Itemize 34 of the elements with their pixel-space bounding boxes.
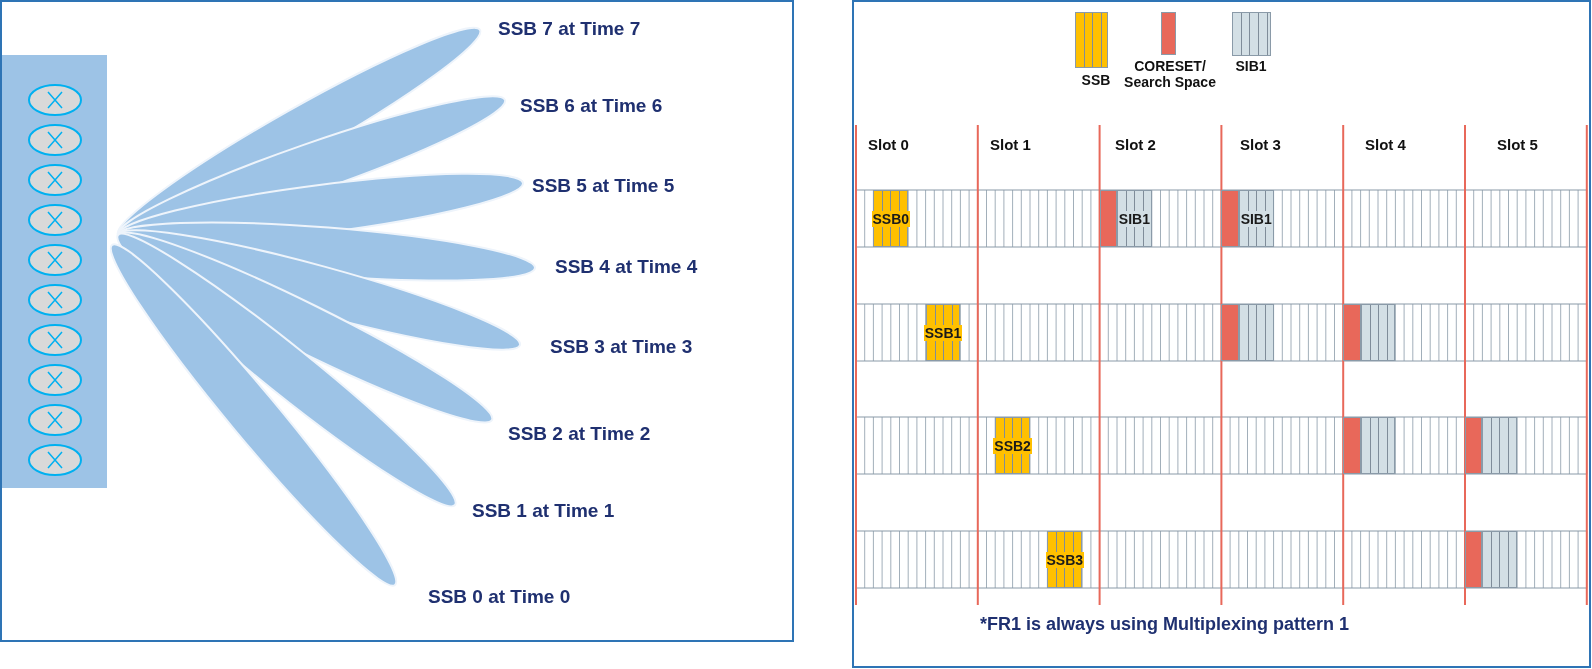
slot-label: Slot 3 [1240, 136, 1281, 153]
coreset-block [1343, 417, 1361, 474]
sib1-block [1482, 417, 1518, 474]
coreset-block [1343, 304, 1361, 361]
slot-label: Slot 0 [868, 136, 909, 153]
beam-label: SSB 0 at Time 0 [428, 586, 571, 608]
ssb-block: SSB0 [873, 190, 909, 247]
sib1-block [1482, 531, 1518, 588]
slot-label: Slot 2 [1115, 136, 1156, 153]
slot-label: Slot 1 [990, 136, 1031, 153]
footnote: *FR1 is always using Multiplexing pattern 1 [980, 614, 1350, 635]
ssb-block: SSB3 [1047, 531, 1083, 588]
beam-label: SSB 4 at Time 4 [555, 256, 698, 278]
ssb-block: SSB2 [995, 417, 1030, 474]
sib1-block [1238, 304, 1274, 361]
coreset-block [1221, 304, 1239, 361]
sib1-block: SIB1 [1117, 190, 1152, 247]
legend-label: CORESET/ Search Space [1123, 58, 1217, 90]
beam-label: SSB 1 at Time 1 [472, 500, 615, 522]
beam-label: SSB 6 at Time 6 [520, 95, 663, 117]
beam-label: SSB 3 at Time 3 [550, 336, 693, 358]
slot-label: Slot 4 [1365, 136, 1406, 153]
beam-label: SSB 5 at Time 5 [532, 175, 675, 197]
beam-label: SSB 7 at Time 7 [498, 18, 641, 40]
sib1-block: SIB1 [1238, 190, 1274, 247]
ssb-block: SSB1 [925, 304, 961, 361]
coreset-block [1465, 531, 1483, 588]
coreset-block [1221, 190, 1239, 247]
slot-label: Slot 5 [1497, 136, 1538, 153]
coreset-block [1465, 417, 1483, 474]
beam-label: SSB 2 at Time 2 [508, 423, 651, 445]
sib1-block [1360, 417, 1396, 474]
sib1-block [1360, 304, 1396, 361]
legend-label: SIB1 [1234, 58, 1268, 74]
